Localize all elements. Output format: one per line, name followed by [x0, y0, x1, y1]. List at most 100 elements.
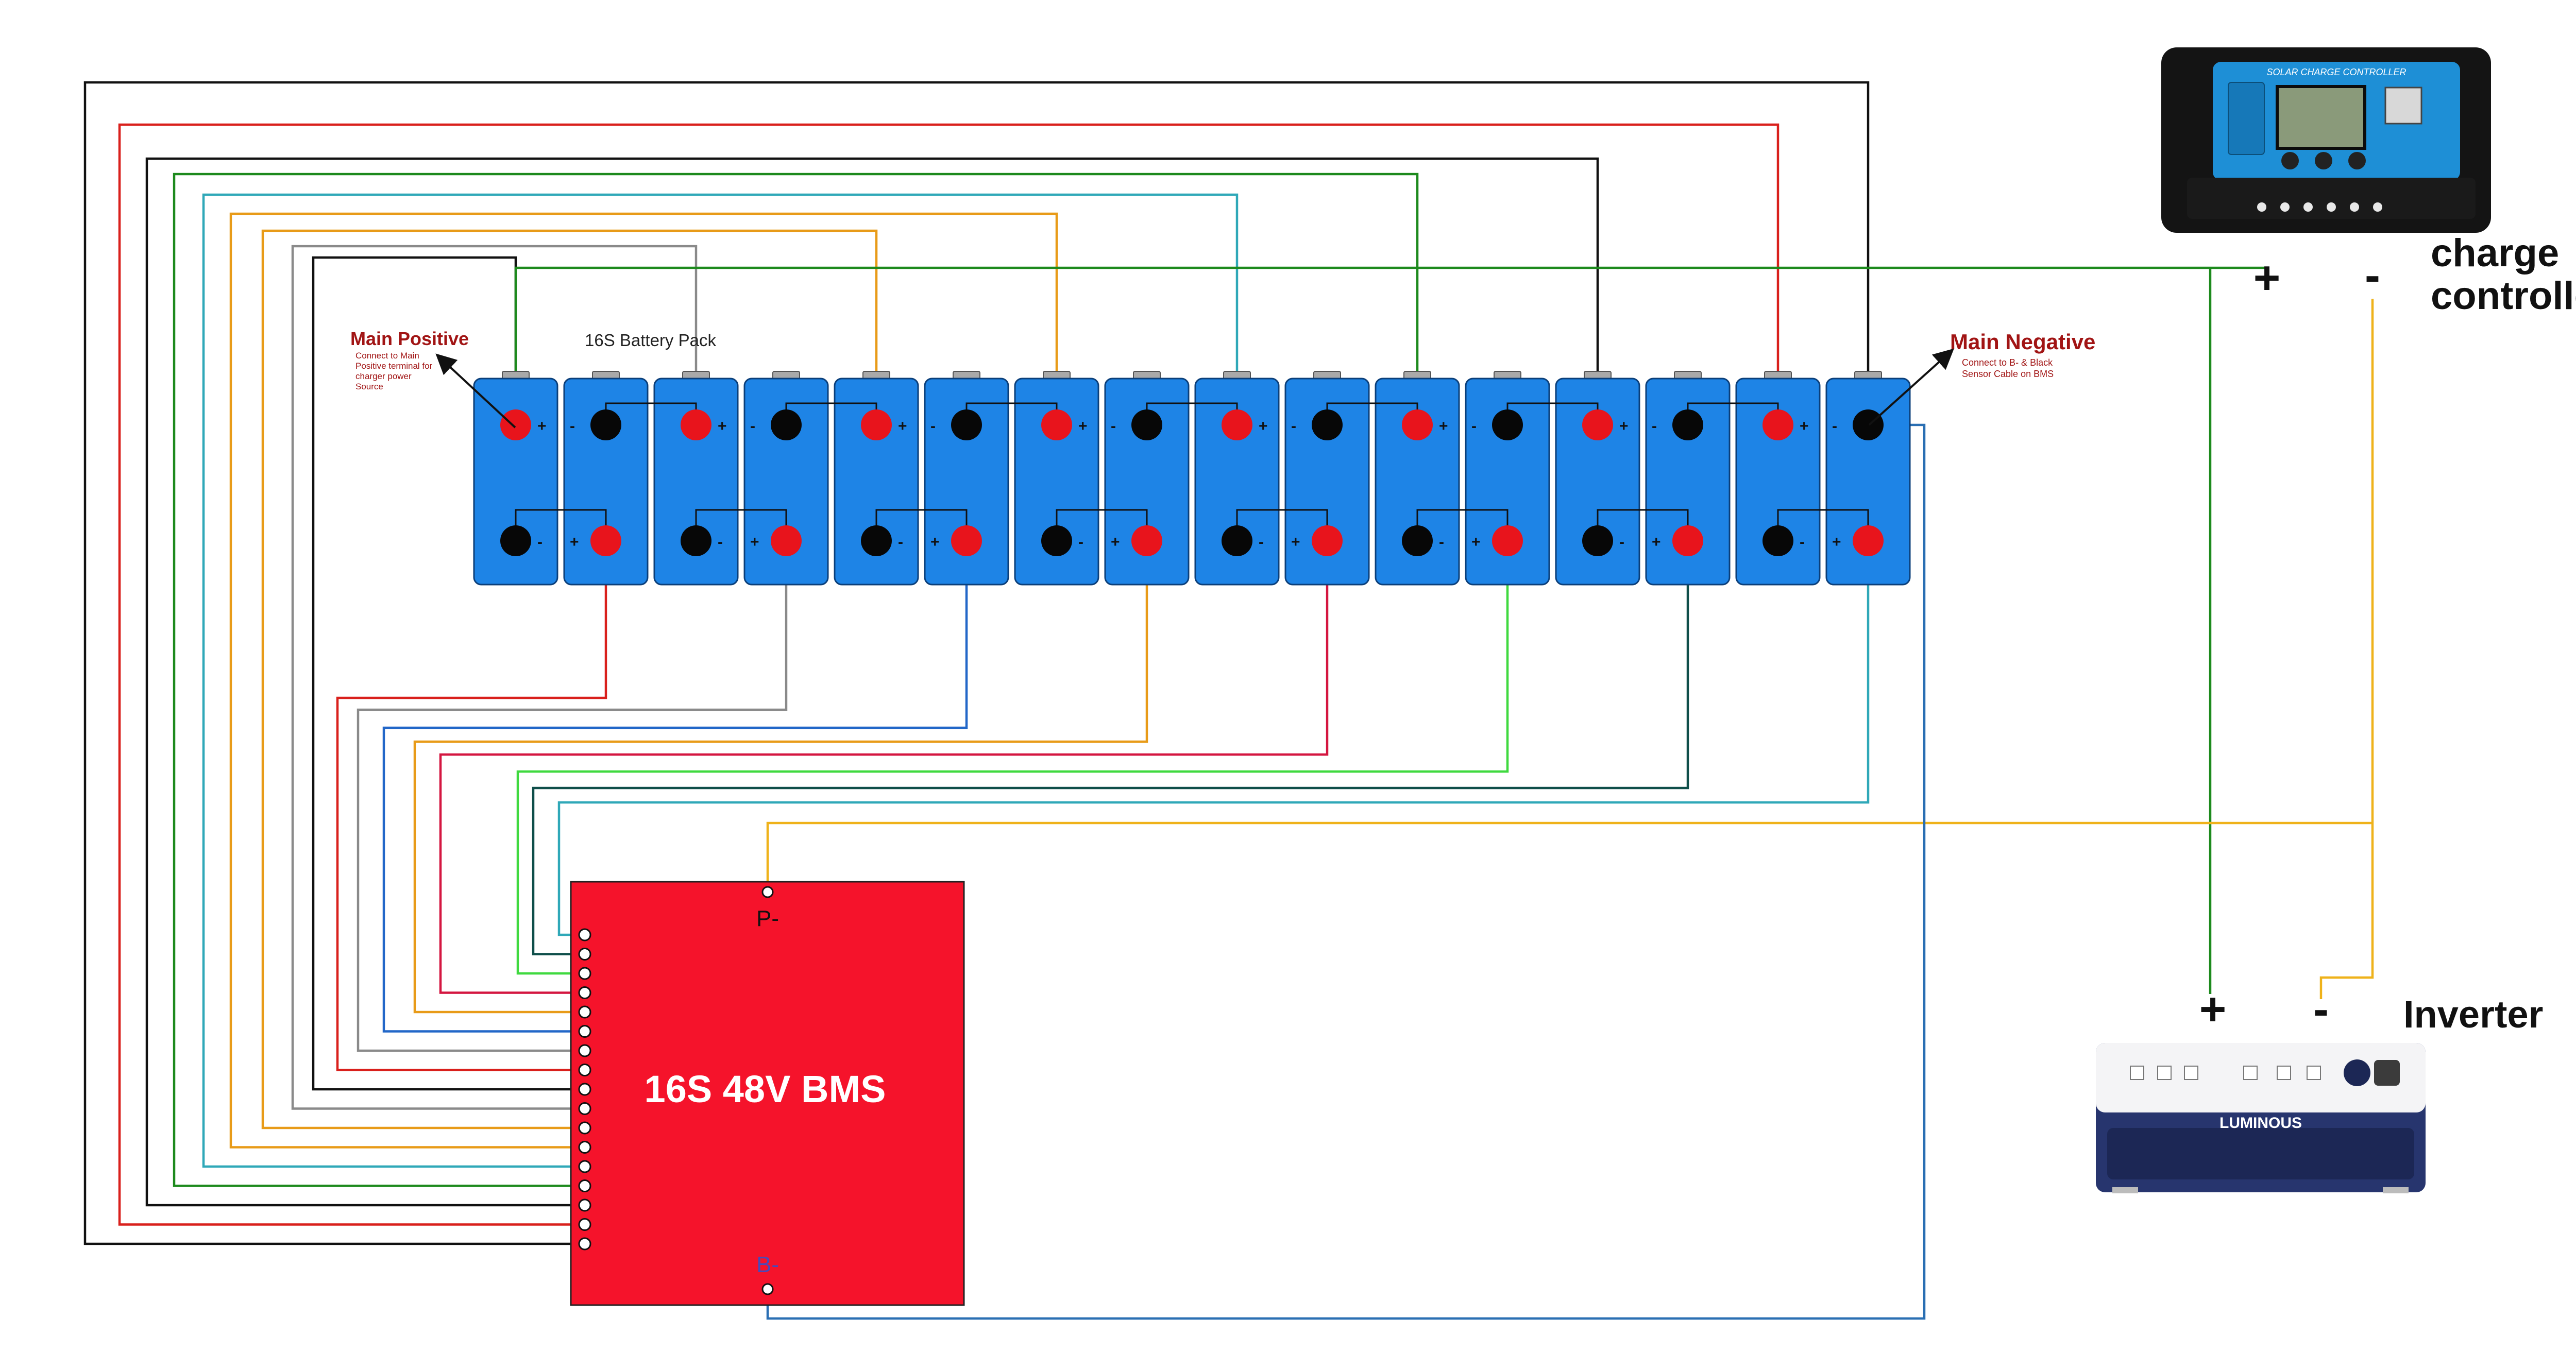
positive-terminal [1402, 409, 1433, 440]
sensor-wire [291, 245, 698, 1110]
bms-sensor-pin [578, 967, 591, 980]
sensor-wire [439, 541, 1329, 994]
positive-terminal [1131, 525, 1162, 556]
bms-sensor-pin [578, 1237, 591, 1251]
bms-b-minus-pin [761, 1283, 774, 1295]
negative-terminal [1402, 525, 1433, 556]
positive-terminal [1222, 409, 1252, 440]
sensor-wire [532, 541, 1689, 955]
battery-pack [473, 371, 1911, 586]
terminal-polarity-label: - [1832, 418, 1837, 435]
p-minus-wire [766, 821, 2372, 887]
terminal-polarity-label: + [1652, 534, 1661, 551]
battery-cell [473, 378, 558, 586]
negative-terminal [861, 525, 892, 556]
bms-p-minus-pin [761, 886, 774, 898]
terminal-polarity-label: + [930, 534, 940, 551]
positive-terminal [1762, 409, 1793, 440]
negative-terminal [1672, 409, 1703, 440]
terminal-polarity-label: - [1471, 418, 1477, 435]
charge-controller-label-line1: charge [2431, 231, 2559, 275]
battery-cell [1645, 378, 1731, 586]
sensor-wire [83, 81, 1870, 1245]
svg-text:Connect to B- & Black: Connect to B- & Black [1962, 357, 2053, 368]
terminal-polarity-label: - [1291, 418, 1296, 435]
terminal-polarity-label: + [1471, 534, 1481, 551]
positive-terminal [771, 525, 802, 556]
positive-terminal [1582, 409, 1613, 440]
sensor-wire [413, 541, 1148, 1014]
terminal-polarity-label: - [718, 534, 723, 551]
charge-controller-plus: + [2253, 252, 2281, 304]
charge-controller-device-text: SOLAR CHARGE CONTROLLER [2266, 67, 2406, 77]
svg-text:Source: Source [355, 382, 383, 391]
sense-wires [83, 81, 2374, 1320]
bms-sensor-pin [578, 1025, 591, 1038]
svg-text:Sensor Cable on BMS: Sensor Cable on BMS [1962, 369, 2054, 379]
battery-cell [1014, 378, 1099, 586]
main-positive-title: Main Positive [350, 328, 469, 349]
bms-sensor-pin [578, 1044, 591, 1057]
terminal-polarity-label: + [1078, 418, 1088, 435]
negative-terminal [1762, 525, 1793, 556]
negative-terminal [1582, 525, 1613, 556]
positive-terminal [1041, 409, 1072, 440]
bms-sensor-pin [578, 1064, 591, 1076]
main-negative-arrow [1868, 348, 1954, 426]
terminal-polarity-label: + [1291, 534, 1300, 551]
sensor-wire [173, 173, 1419, 1187]
positive-terminal [861, 409, 892, 440]
bms-sensor-pin [578, 928, 591, 941]
sensor-wire [229, 212, 1058, 1149]
terminal-polarity-label: - [898, 534, 903, 551]
bms-label: 16S 48V BMS [645, 1068, 886, 1110]
battery-cell [1825, 378, 1911, 586]
battery-cell [653, 378, 739, 586]
terminal-polarity-label: - [1078, 534, 1083, 551]
sensor-wire [516, 541, 1509, 975]
bms-sensor-pin [578, 1083, 591, 1096]
battery-cell [1284, 378, 1370, 586]
positive-terminal [681, 409, 711, 440]
terminal-polarity-label: + [1619, 418, 1629, 435]
charge-controller-minus: - [2365, 250, 2380, 301]
battery-cell [1735, 378, 1821, 586]
terminal-polarity-label: + [718, 418, 727, 435]
negative-terminal [1492, 409, 1523, 440]
battery-cell [1555, 378, 1640, 586]
terminal-polarity-label: - [1652, 418, 1657, 435]
bms-sensor-pin [578, 1121, 591, 1135]
positive-terminal [590, 525, 621, 556]
battery-cell [743, 378, 829, 586]
inverter-plus: + [2199, 984, 2227, 1035]
bms-b-minus-label: B- [756, 1252, 779, 1277]
negative-terminal [1131, 409, 1162, 440]
svg-text:Positive terminal for: Positive terminal for [355, 361, 433, 371]
positive-terminal [1672, 525, 1703, 556]
main-positive-note: Connect to Main Positive terminal for ch… [355, 351, 433, 391]
terminal-polarity-label: + [898, 418, 907, 435]
svg-text:charger power: charger power [355, 371, 412, 381]
negative-terminal [951, 409, 982, 440]
battery-cell [1194, 378, 1280, 586]
terminal-polarity-label: - [1619, 534, 1624, 551]
terminal-polarity-label: + [750, 534, 759, 551]
sensor-wire [557, 541, 1870, 936]
positive-terminal [500, 409, 531, 440]
bms-sensor-pins [578, 928, 591, 1251]
cell-terminals: +--++--++--++--++--++--++--++--+ [500, 409, 1884, 556]
terminal-polarity-label: + [1439, 418, 1448, 435]
terminal-polarity-label: - [1439, 534, 1444, 551]
svg-text:Connect to Main: Connect to Main [355, 351, 419, 361]
negative-terminal [771, 409, 802, 440]
sensor-wire [118, 123, 1780, 1226]
positive-terminal [1312, 525, 1343, 556]
negative-terminal [681, 525, 711, 556]
terminal-polarity-label: + [1259, 418, 1268, 435]
sensor-wire [382, 541, 968, 1033]
positive-terminal [1853, 525, 1884, 556]
terminal-polarity-label: + [1800, 418, 1809, 435]
bms-p-minus-label: P- [756, 906, 779, 931]
controller-negative-wire [2319, 299, 2374, 999]
